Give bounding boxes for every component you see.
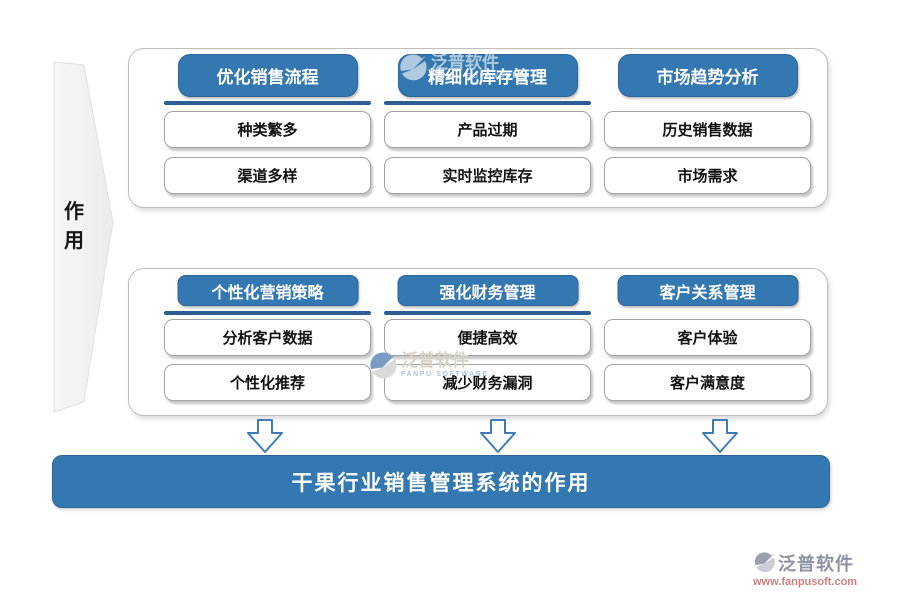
benefit-item: 客户满意度 [604,364,811,401]
column-finance: 强化财务管理 便捷高效 减少财务漏洞 [384,269,591,415]
footer-brand: 泛普软件 [778,554,854,574]
column-marketing: 个性化营销策略 分析客户数据 个性化推荐 [164,269,371,415]
benefit-item: 市场需求 [604,157,811,194]
column-inventory: 精细化库存管理 产品过期 实时监控库存 [384,49,591,207]
column-header: 强化财务管理 [397,275,578,306]
diagram-title-banner: 干果行业销售管理系统的作用 [52,455,830,508]
watermark-subtext: FANPU SOFTWARE [401,370,489,378]
footer-url: www.fanpusoft.com [753,576,858,588]
header-underline [164,311,371,315]
header-underline [384,311,591,315]
benefit-item: 减少财务漏洞 [384,364,591,401]
benefit-item: 渠道多样 [164,157,371,194]
column-header: 优化销售流程 [177,54,358,97]
watermark-subtext: FANPU SOFTWARE [431,72,519,80]
benefit-item: 个性化推荐 [164,364,371,401]
down-arrow-icon [247,419,283,453]
role-banner-label: 作用 [64,201,84,252]
fanpu-logo-icon [370,352,397,379]
benefit-item: 实时监控库存 [384,157,591,194]
down-arrow-icon [480,419,516,453]
header-underline [384,101,591,105]
column-header: 精细化库存管理 [397,54,578,97]
fanpu-logo-icon [400,54,427,81]
column-header: 客户关系管理 [617,275,798,306]
column-header: 个性化营销策略 [177,275,358,306]
benefit-item: 历史销售数据 [604,111,811,148]
watermark-ghost-top: 泛普软件 FANPU SOFTWARE [398,53,519,84]
column-market-trend: 市场趋势分析 历史销售数据 市场需求 [604,49,811,207]
header-underline [164,101,371,105]
down-arrow-icon [702,419,738,453]
column-customer-relation: 客户关系管理 客户体验 客户满意度 [604,269,811,415]
benefit-item: 客户体验 [604,319,811,356]
watermark-brand: 泛普软件 [401,351,469,370]
fanpu-logo-icon [754,551,775,572]
footer-logo: 泛普软件 www.fanpusoft.com [753,550,857,588]
benefit-item: 种类繁多 [164,111,371,148]
benefits-panel-top: 优化销售流程 种类繁多 渠道多样 精细化库存管理 产品过期 实时监控库存 市场趋… [128,48,828,208]
benefits-panel-bottom: 个性化营销策略 分析客户数据 个性化推荐 强化财务管理 便捷高效 减少财务漏洞 … [128,268,828,416]
benefit-item: 便捷高效 [384,319,591,356]
column-sales-process: 优化销售流程 种类繁多 渠道多样 [164,49,371,207]
role-banner-shape [53,61,114,413]
benefit-item: 分析客户数据 [164,319,371,356]
watermark-center: 泛普软件 FANPU SOFTWARE [368,351,489,382]
column-header: 市场趋势分析 [617,54,798,97]
benefit-item: 产品过期 [384,111,591,148]
watermark-brand: 泛普软件 [431,53,499,72]
